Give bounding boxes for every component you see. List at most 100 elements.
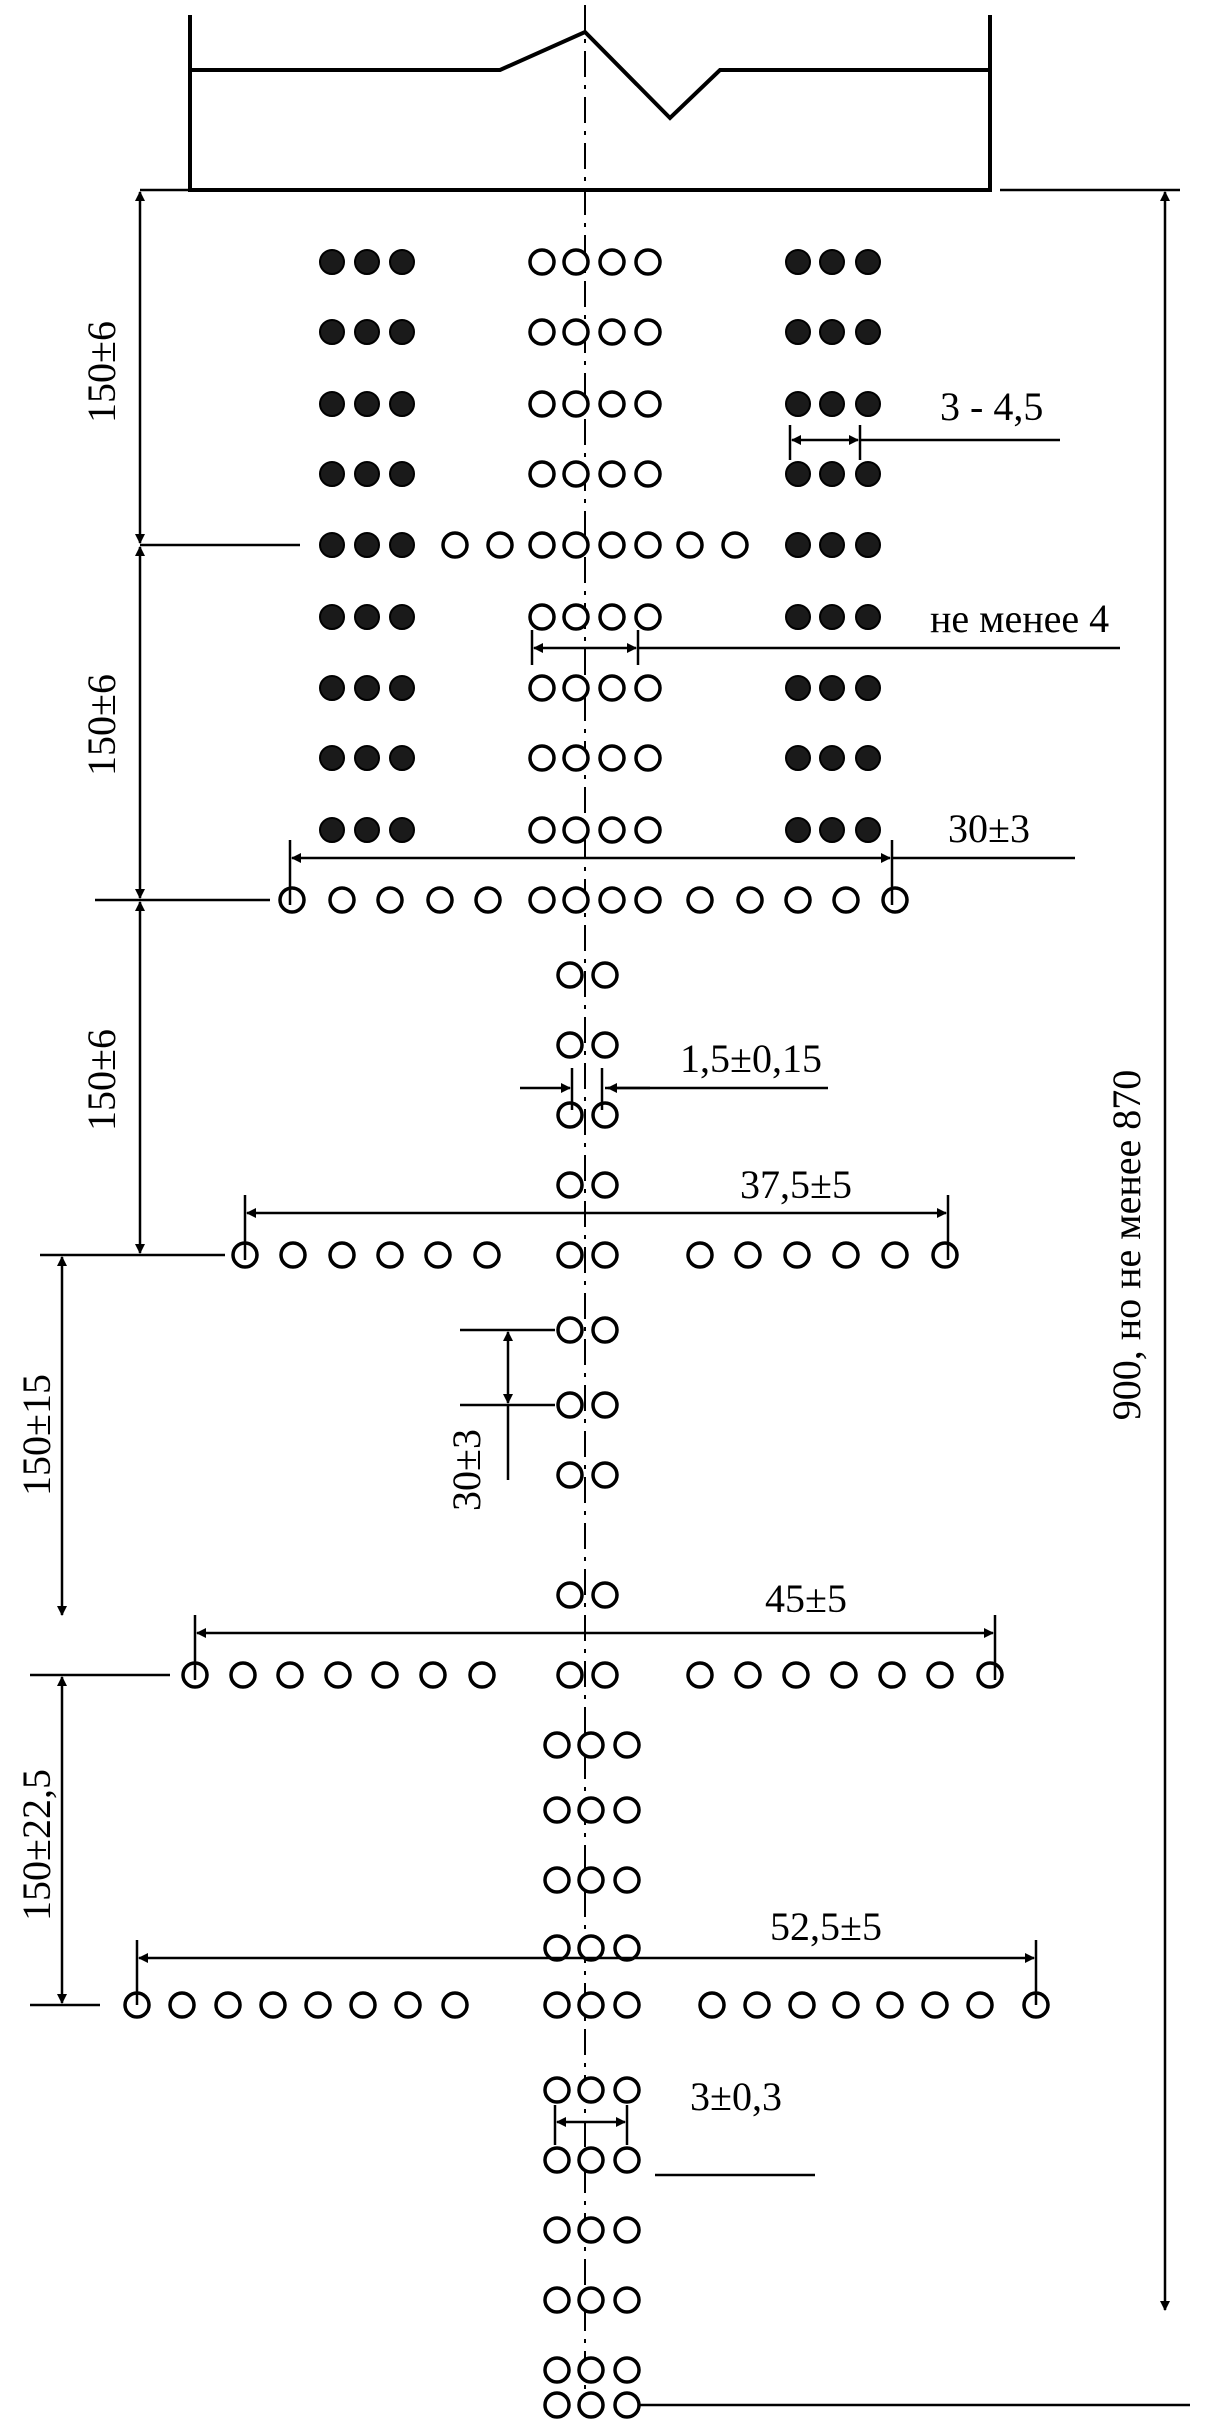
open-hole xyxy=(634,531,662,559)
filled-hole xyxy=(319,319,345,345)
open-hole xyxy=(543,2356,571,2384)
filled-hole xyxy=(389,319,415,345)
open-hole xyxy=(324,1661,352,1689)
open-hole xyxy=(543,1796,571,1824)
filled-hole xyxy=(354,461,380,487)
open-hole xyxy=(562,248,590,276)
open-hole xyxy=(784,886,812,914)
filled-hole xyxy=(319,249,345,275)
open-hole xyxy=(634,886,662,914)
filled-hole xyxy=(785,817,811,843)
open-hole xyxy=(562,531,590,559)
open-hole xyxy=(556,1391,584,1419)
open-hole xyxy=(528,460,556,488)
open-hole xyxy=(543,1991,571,2019)
filled-hole xyxy=(389,745,415,771)
label-ne-menee-4: не менее 4 xyxy=(930,596,1109,641)
open-hole xyxy=(528,674,556,702)
open-hole xyxy=(721,531,749,559)
label-45: 45±5 xyxy=(765,1576,847,1621)
filled-hole xyxy=(819,249,845,275)
open-hole xyxy=(830,1661,858,1689)
open-hole xyxy=(591,1581,619,1609)
filled-hole xyxy=(354,249,380,275)
open-hole xyxy=(543,2076,571,2104)
filled-hole xyxy=(819,675,845,701)
open-hole xyxy=(376,1241,404,1269)
open-hole xyxy=(881,886,909,914)
open-hole xyxy=(304,1991,332,2019)
open-hole xyxy=(591,1316,619,1344)
open-hole xyxy=(528,816,556,844)
open-hole xyxy=(634,248,662,276)
filled-hole xyxy=(354,675,380,701)
open-hole xyxy=(878,1661,906,1689)
filled-hole xyxy=(819,319,845,345)
open-hole xyxy=(556,1581,584,1609)
filled-hole xyxy=(319,745,345,771)
filled-hole xyxy=(785,461,811,487)
open-hole xyxy=(613,2356,641,2384)
open-hole xyxy=(229,1661,257,1689)
label-150-6-c: 150±6 xyxy=(79,1029,124,1131)
open-hole xyxy=(591,1171,619,1199)
open-hole xyxy=(634,674,662,702)
label-3-4-5: 3 - 4,5 xyxy=(940,384,1043,429)
filled-hole xyxy=(819,391,845,417)
open-hole xyxy=(591,1461,619,1489)
filled-hole xyxy=(819,745,845,771)
filled-hole xyxy=(389,675,415,701)
filled-hole xyxy=(855,745,881,771)
filled-hole xyxy=(855,817,881,843)
open-hole xyxy=(528,603,556,631)
open-hole xyxy=(328,886,356,914)
open-hole xyxy=(556,1241,584,1269)
open-hole xyxy=(634,318,662,346)
open-hole xyxy=(734,1241,762,1269)
filled-hole xyxy=(354,745,380,771)
open-hole xyxy=(881,1241,909,1269)
open-hole xyxy=(598,816,626,844)
filled-hole xyxy=(855,532,881,558)
label-150-22-5: 150±22,5 xyxy=(14,1769,59,1921)
open-hole xyxy=(543,1934,571,1962)
label-30-3-h: 30±3 xyxy=(948,806,1030,851)
filled-hole xyxy=(819,532,845,558)
open-hole xyxy=(528,248,556,276)
filled-hole xyxy=(354,604,380,630)
open-hole xyxy=(613,1866,641,1894)
filled-hole xyxy=(785,319,811,345)
open-hole xyxy=(528,390,556,418)
open-hole xyxy=(783,1241,811,1269)
open-hole xyxy=(577,2391,605,2419)
open-hole xyxy=(788,1991,816,2019)
open-hole xyxy=(613,2076,641,2104)
open-hole xyxy=(598,248,626,276)
open-hole xyxy=(562,816,590,844)
open-hole xyxy=(598,460,626,488)
open-hole xyxy=(598,531,626,559)
filled-hole xyxy=(819,461,845,487)
open-hole xyxy=(734,1661,762,1689)
filled-hole xyxy=(819,817,845,843)
open-hole xyxy=(371,1661,399,1689)
filled-hole xyxy=(319,391,345,417)
filled-hole xyxy=(319,675,345,701)
filled-hole xyxy=(319,461,345,487)
open-hole xyxy=(528,886,556,914)
filled-hole xyxy=(855,249,881,275)
label-52-5: 52,5±5 xyxy=(770,1904,882,1949)
filled-hole xyxy=(785,532,811,558)
filled-hole xyxy=(389,461,415,487)
label-30-3-v: 30±3 xyxy=(444,1429,489,1511)
open-hole xyxy=(613,2391,641,2419)
open-hole xyxy=(577,1731,605,1759)
open-hole xyxy=(528,318,556,346)
open-hole xyxy=(577,2146,605,2174)
open-hole xyxy=(832,886,860,914)
open-hole xyxy=(613,2216,641,2244)
holes xyxy=(123,248,1050,2419)
open-hole xyxy=(349,1991,377,2019)
